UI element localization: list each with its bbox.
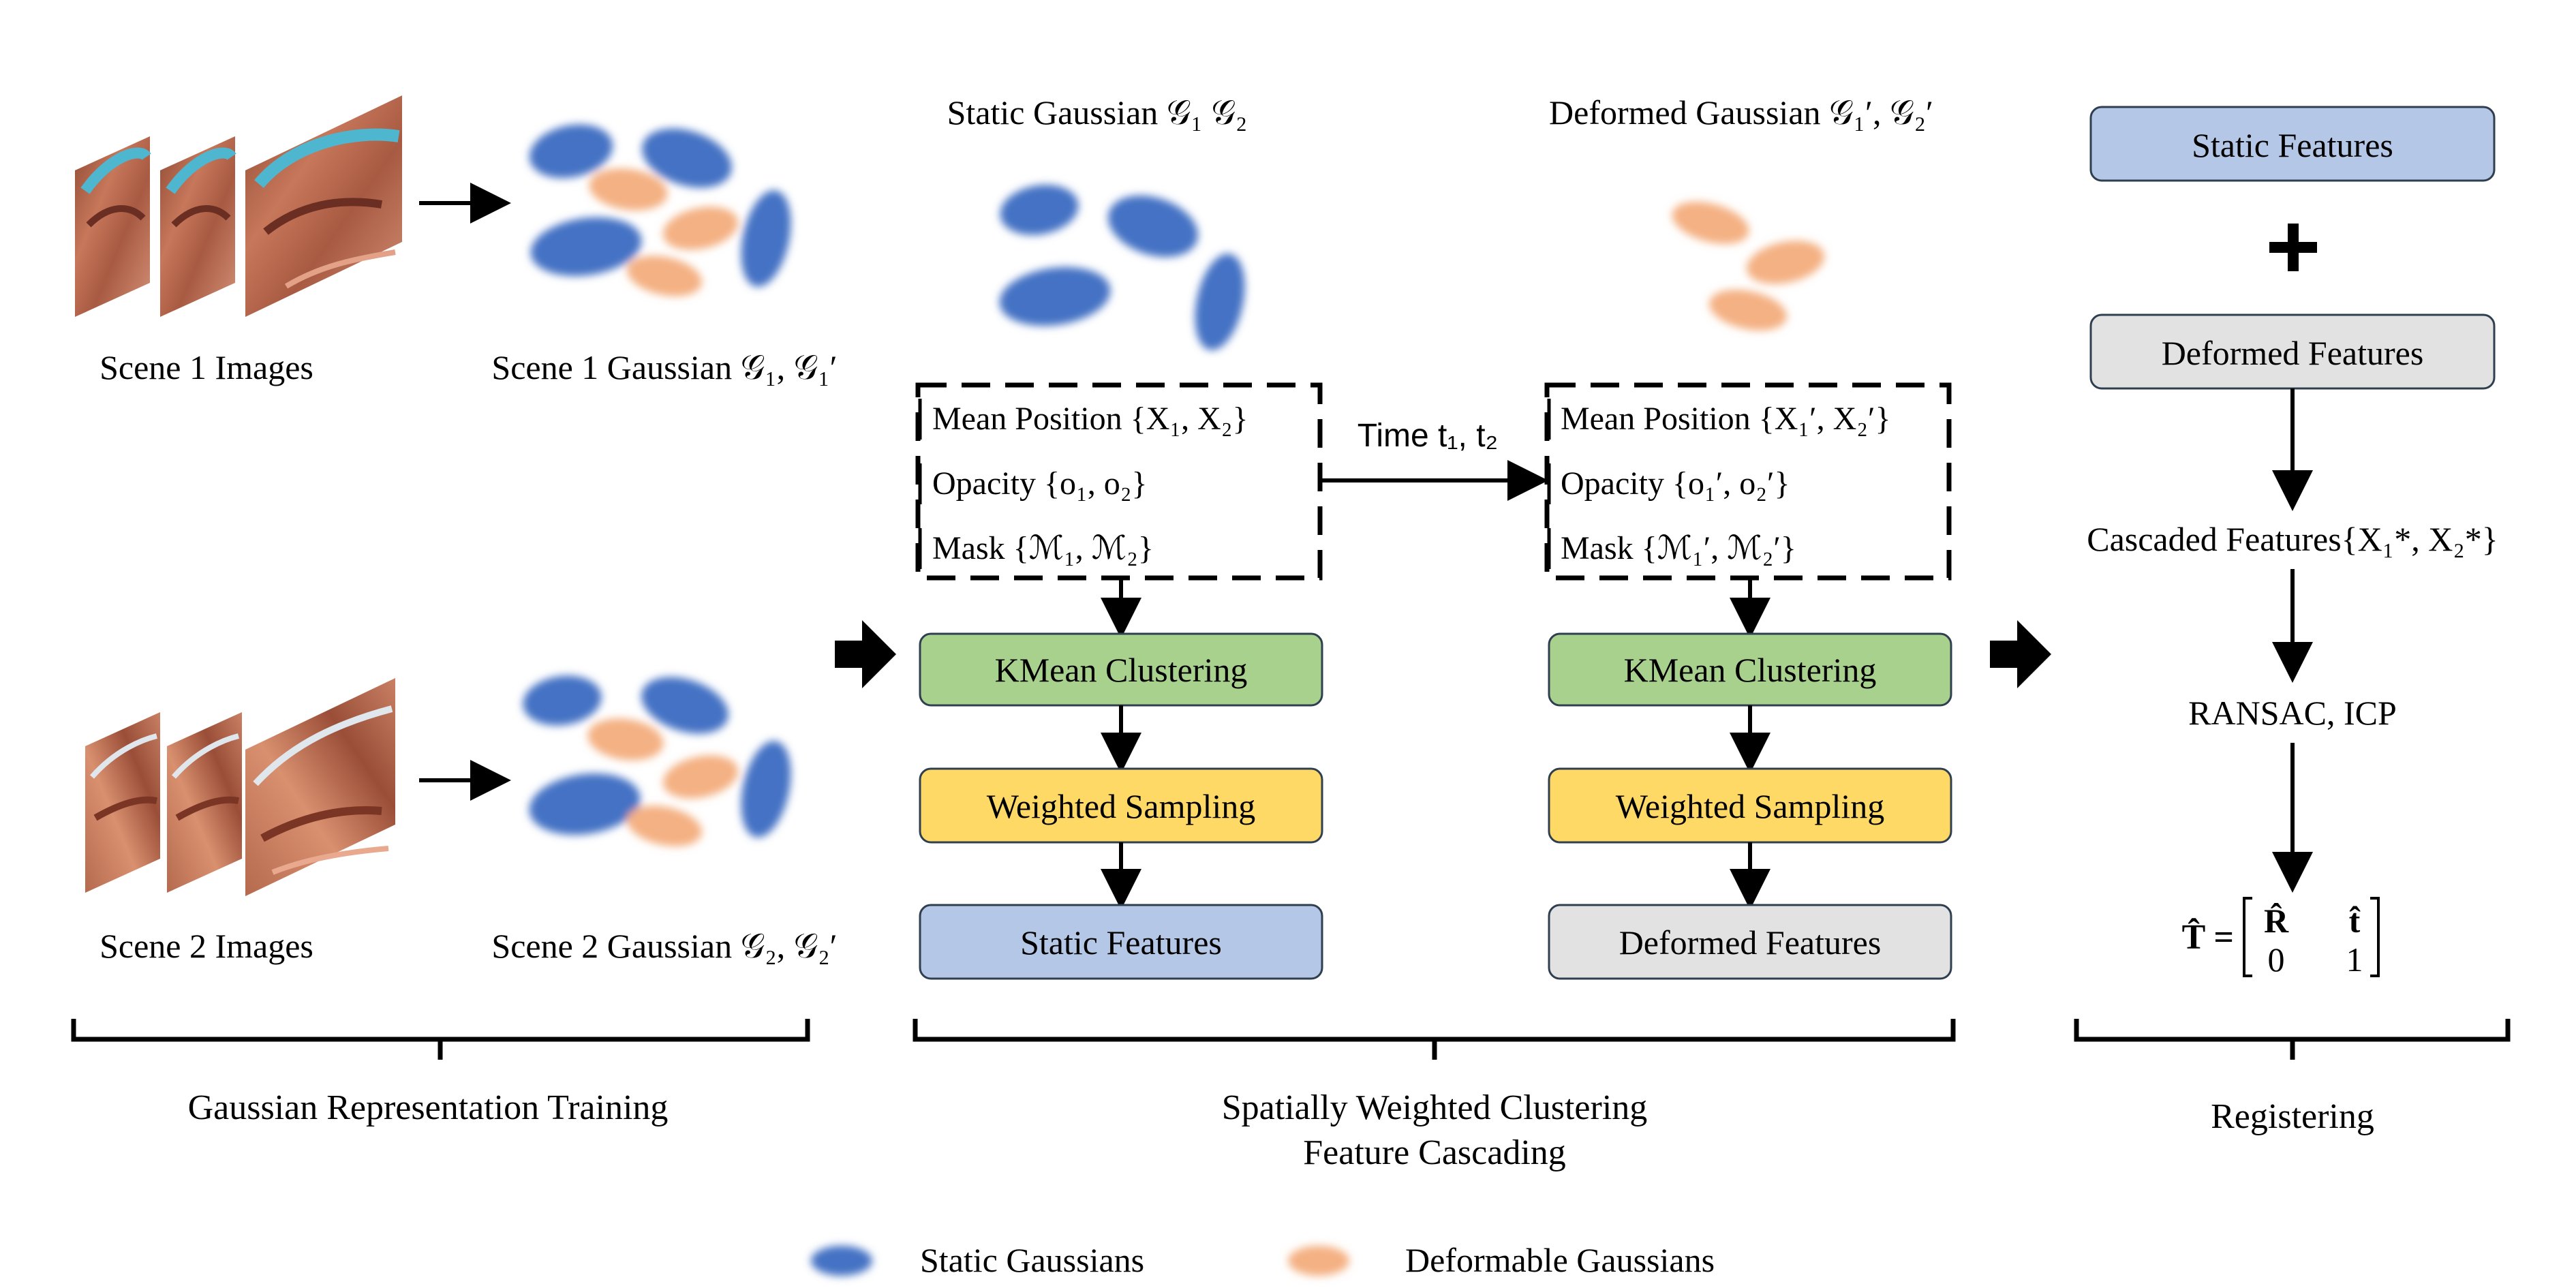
right-deformed-features-label: Deformed Features	[2162, 334, 2424, 372]
static-features-label: Static Features	[1020, 923, 1222, 962]
deformable-gaussian	[662, 206, 739, 250]
scene1-images-label: Scene 1 Images	[99, 348, 313, 386]
static-gaussian	[1000, 185, 1079, 235]
right-static-features-label: Static Features	[2192, 126, 2393, 164]
left-section-title: Gaussian Representation Training	[188, 1088, 669, 1127]
scene1-image-stack	[75, 95, 402, 317]
stage2-to-stage3-arrow	[1990, 620, 2051, 688]
deformable-gaussian	[626, 256, 703, 296]
deformed-attr-mean: Mean Position {X₁′, X₂′}	[1561, 401, 1891, 437]
deformed-features-box	[1548, 904, 1952, 980]
matrix-right-bracket	[2370, 897, 2380, 977]
deformed-attribute-list: Mean Position {X₁′, X₂′} Opacity {o₁′, o…	[1547, 399, 1891, 569]
legend-static-swatch	[811, 1246, 872, 1276]
deformable-gaussian	[1746, 241, 1825, 284]
static-gaussian	[741, 741, 791, 838]
stage1-to-stage2-arrow	[835, 620, 896, 688]
matrix-zero: 0	[2268, 940, 2285, 979]
legend-static-label: Static Gaussians	[920, 1241, 1144, 1279]
static-attr-opacity: Opacity {o₁, o₂}	[932, 465, 1148, 502]
static-gaussian-title: Static Gaussian 𝒢₁ 𝒢₂	[947, 93, 1248, 132]
deformable-gaussian	[626, 806, 703, 846]
left-section-bracket	[71, 1019, 810, 1060]
deformed-sampling-label: Weighted Sampling	[1616, 787, 1885, 825]
deformable-gaussian	[1708, 290, 1788, 331]
deformed-features-label: Deformed Features	[1619, 923, 1882, 962]
deformable-gaussian	[587, 718, 664, 761]
deformable-gaussian	[589, 168, 668, 211]
scene1-frame-1	[75, 136, 151, 317]
deformable-gaussian	[1672, 202, 1749, 244]
static-attr-mean: Mean Position {X₁, X₂}	[932, 401, 1248, 437]
deformed-gaussians-cluster	[1672, 202, 1825, 331]
scene2-images-label: Scene 2 Images	[99, 927, 313, 965]
right-section-title: Registering	[2211, 1097, 2374, 1136]
matrix-one: 1	[2346, 940, 2363, 979]
static-attr-mask: Mask {ℳ₁, ℳ₂}	[932, 530, 1154, 566]
right-section-bracket	[2074, 1019, 2511, 1060]
static-gaussian	[1108, 195, 1198, 258]
time-label: Time t₁, t₂	[1358, 418, 1498, 454]
scene1-frame-2	[160, 136, 236, 317]
static-gaussian	[529, 773, 641, 835]
static-gaussian	[642, 128, 732, 188]
cascaded-features-label: Cascaded Features{X₁*, X₂*}	[2087, 520, 2498, 558]
static-gaussian	[529, 124, 613, 179]
transform-formula: T̂ = R̂ t̂ 0 1	[2182, 897, 2380, 979]
scene2-frame-2	[167, 712, 242, 893]
static-attribute-list: Mean Position {X₁, X₂} Opacity {o₁, o₂} …	[918, 399, 1248, 569]
deformed-kmeans-label: KMean Clustering	[1624, 651, 1877, 689]
ransac-icp-label: RANSAC, ICP	[2188, 694, 2397, 732]
static-gaussian	[741, 190, 791, 287]
plus-icon	[2269, 224, 2317, 271]
right-static-features-box	[2089, 106, 2496, 182]
static-gaussian	[1195, 254, 1245, 350]
scene2-frame-1	[85, 712, 160, 893]
scene2-image-stack	[85, 678, 395, 896]
matrix-left-bracket	[2243, 897, 2252, 977]
scene2-gaussians	[523, 675, 791, 846]
deformed-attr-opacity: Opacity {o₁′, o₂′}	[1561, 465, 1790, 502]
matrix-r: R̂	[2264, 902, 2289, 940]
scene1-gaussian-label: Scene 1 Gaussian 𝒢₁, 𝒢₁′	[491, 348, 837, 386]
static-gaussian	[641, 677, 729, 734]
static-gaussians-cluster	[999, 185, 1245, 350]
legend-deformable-swatch	[1288, 1246, 1349, 1276]
deformed-attr-mask: Mask {ℳ₁′, ℳ₂′}	[1561, 530, 1796, 566]
scene2-gaussian-label: Scene 2 Gaussian 𝒢₂, 𝒢₂′	[491, 927, 837, 965]
matrix-t: t̂	[2349, 902, 2361, 940]
static-features-box	[919, 904, 1323, 980]
deformable-gaussian	[662, 755, 739, 799]
scene2-frame-3	[245, 678, 395, 896]
static-gaussian	[523, 675, 602, 726]
middle-section-title-line2: Feature Cascading	[1303, 1133, 1566, 1172]
middle-section-title-line1: Spatially Weighted Clustering	[1222, 1088, 1648, 1127]
legend: Static Gaussians Deformable Gaussians	[811, 1241, 1715, 1279]
static-sampling-label: Weighted Sampling	[987, 787, 1256, 825]
static-gaussian	[530, 217, 642, 277]
middle-section-bracket	[913, 1019, 1956, 1060]
scene1-frame-3	[245, 95, 402, 317]
static-kmeans-label: KMean Clustering	[995, 651, 1248, 689]
deformed-gaussian-title: Deformed Gaussian 𝒢₁′, 𝒢₂′	[1549, 93, 1933, 132]
static-gaussian	[999, 266, 1111, 326]
legend-deformable-label: Deformable Gaussians	[1405, 1241, 1715, 1279]
formula-lhs: T̂ =	[2182, 917, 2234, 957]
scene1-gaussians	[529, 124, 791, 296]
